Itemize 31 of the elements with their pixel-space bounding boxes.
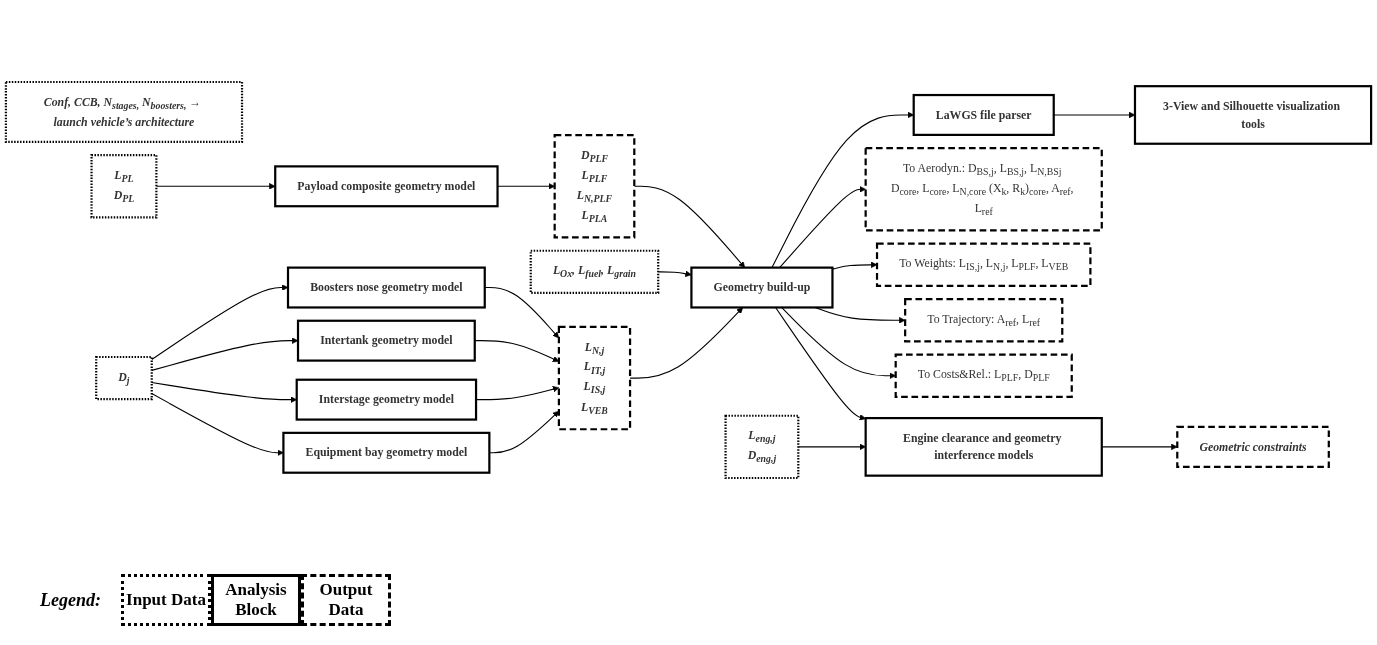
node-box: D$_{PLF}$ L$_{PLF}$ L$_{N,PLF}$ L$_{PLA}$ <box>553 134 636 239</box>
arrow <box>151 382 297 403</box>
node-box: LaWGS file parser <box>912 93 1055 136</box>
legend-sample: Output Data <box>301 574 391 626</box>
label-text: Legend: <box>40 589 101 611</box>
node-box: L$_{eng,j}$ D$_{eng,j}$ <box>724 414 800 480</box>
node-box: L$_{Ox}$, L$_{fuel}$, L$_{grain}$ <box>529 249 660 295</box>
arrow <box>771 111 914 269</box>
node-box: To Trajectory: A$_{ref}$, L$_{ref}$ <box>904 298 1064 343</box>
node-box: Engine clearance and geometry interference models <box>864 417 1103 477</box>
node-box: D$_{j}$ <box>95 355 153 401</box>
arrow <box>151 392 284 456</box>
arrow <box>151 284 289 360</box>
node-box: Conf, CCB, N$_{stages,}$ N$_{boosters,}$ → launch vehicle’s architecture <box>4 80 244 143</box>
node-box: L$_{N,j}$ L$_{IT,j}$ L$_{IS,j}$ L$_{VEB}$ <box>557 325 632 431</box>
node-box: Geometric constraints <box>1176 425 1330 468</box>
node-box: Equipment bay geometry model <box>282 431 491 474</box>
node-box: Geometry build-up <box>690 266 834 309</box>
arrow <box>151 337 299 371</box>
legend-sample: Input Data <box>121 574 211 626</box>
node-box: 3-View and Silhouette visualization tools <box>1133 85 1373 145</box>
legend-sample: Analysis Block <box>211 574 301 626</box>
node-box: To Costs&Rel.: L$_{PLF}$, D$_{PLF}$ <box>894 353 1073 398</box>
node-box: To Aerodyn.: D$_{BS,j}$, L$_{BS,j}$, L$_{N,BSj}$ D$_{core}$, L$_{core}$, L$_{N,core}$ (X$_{k}$, R$_{k}$)$_{core}$, A$_{ref}$, L$_{ref}$ <box>864 147 1103 232</box>
node-box: L$_{PL}$ D$_{PL}$ <box>90 154 158 219</box>
node-box: Interstage geometry model <box>295 378 478 421</box>
node-box: Intertank geometry model <box>296 319 476 362</box>
node-box: To Weights: L$_{IS,j}$, L$_{N,j}$, L$_{PLF}$, L$_{VEB}$ <box>875 242 1092 288</box>
node-box: Payload composite geometry model <box>274 165 499 208</box>
arrow <box>1101 443 1178 451</box>
node-box: Boosters nose geometry model <box>286 266 486 309</box>
